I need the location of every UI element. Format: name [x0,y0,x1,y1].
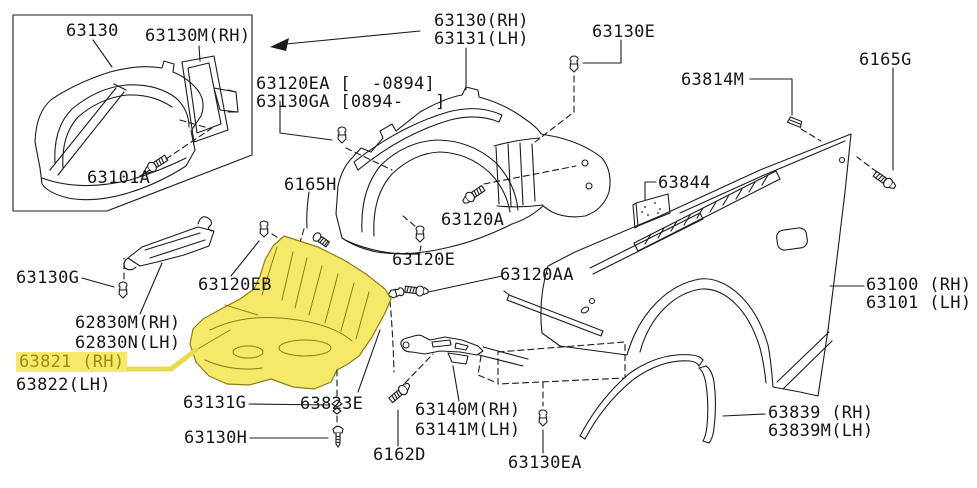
splash-cover-highlighted[interactable] [189,235,392,390]
stay-63140m[interactable] [400,334,484,365]
leader-63814m [749,78,793,116]
part-label-63101[interactable]: 63101 (LH) [866,293,972,313]
leader-63131g [248,403,330,406]
part-label-62830n[interactable]: 62830N(LH) [75,333,181,353]
bracket-62830m[interactable] [123,216,215,271]
leader-inset-63130 [92,39,113,68]
molding-strip-hatched[interactable] [589,170,781,275]
part-label-6165g[interactable]: 6165G [859,50,912,70]
part-label-63100[interactable]: 63100 (RH) [866,275,972,295]
clip-63130e-icon[interactable] [569,55,579,73]
bolt-63120aa-icon[interactable] [404,284,429,297]
front-fender[interactable] [540,133,852,397]
screw-63130h-icon[interactable] [332,425,344,448]
assembly-dash-63120aa [389,300,395,373]
molding-strip-exploded[interactable] [503,290,604,337]
part-label-63823e[interactable]: 63823E [300,394,364,414]
leader-63120eb [230,240,260,277]
protector-63839[interactable] [579,354,717,444]
part-label-63822[interactable]: 63822(LH) [16,375,111,395]
inset-box [12,14,253,212]
part-label-63130rh[interactable]: 63130(RH) [434,11,529,31]
part-label-63130ga[interactable]: 63130GA [0894- ] [256,92,446,112]
part-label-63130-inset[interactable]: 63130 [66,21,119,41]
part-label-63120aa[interactable]: 63120AA [500,265,574,285]
leader-inset-63130m [198,45,201,62]
part-label-63130g[interactable]: 63130G [16,268,80,288]
front-direction-arrow-icon [270,30,421,51]
leader-62830m [139,262,163,315]
clip-63130ga-icon[interactable] [337,126,347,144]
part-label-63120eb[interactable]: 63120EB [198,275,272,295]
clip-63120eb-icon[interactable] [259,220,269,238]
leader-inset-63101a [139,169,151,177]
part-label-63839m[interactable]: 63839M(LH) [768,421,874,441]
leader-63821-highlight [119,347,199,372]
part-label-63120a[interactable]: 63120A [441,210,505,230]
screw-63101a-icon[interactable] [143,154,169,176]
assembly-dash-6162d [404,353,434,384]
bolt-6162d-icon[interactable] [388,381,413,404]
assembly-dash-63120a [483,165,577,185]
part-label-63120ea[interactable]: 63120EA [ -0894] [256,74,436,94]
part-label-6162d[interactable]: 6162D [373,445,426,465]
leader-63130g [81,277,115,288]
assembly-dash-63814m [800,128,822,142]
part-label-62830m[interactable]: 62830M(RH) [75,313,181,333]
part-label-63140m[interactable]: 63140M(RH) [415,400,521,420]
clip-63814m-icon[interactable] [786,116,803,128]
part-label-63131lh[interactable]: 63131(LH) [434,29,529,49]
assembly-dash-63130e [534,75,575,143]
grommet-63131g-icon[interactable] [331,399,343,415]
leader-63140m [452,365,460,402]
assembly-dash-63101a [165,127,213,160]
part-label-63131g[interactable]: 63131G [183,393,247,413]
leader-63120e [419,245,422,252]
assembly-dash-63120e [402,215,416,227]
part-label-63130h[interactable]: 63130H [184,428,248,448]
clip-63130ea-icon[interactable] [538,409,548,427]
wheelhouse-liner[interactable] [335,86,611,255]
stay-connector-lines [478,346,529,367]
part-label-63120e[interactable]: 63120E [392,250,456,270]
inset-protector-panel[interactable] [181,55,239,143]
clip-63130g-icon[interactable] [118,281,128,299]
part-label-63821-selected[interactable]: 63821 (RH) [16,352,128,372]
leader-63823e [357,329,381,393]
part-label-63839[interactable]: 63839 (RH) [768,403,874,423]
part-label-63130m[interactable]: 63130M(RH) [145,26,251,46]
mount-zone-dashed-outline [497,341,626,385]
leader-63844 [644,181,657,201]
molding-panel-63844[interactable] [632,193,671,229]
assembly-dash-6165g [856,156,878,173]
assembly-dash-63130ga [345,147,393,171]
assembly-dash-stay [477,355,498,384]
leader-63130e [582,39,622,64]
leader-63839 [722,413,766,417]
bolt-6165h-icon[interactable] [312,231,331,248]
bolt-6165g-icon[interactable] [872,170,897,192]
part-label-63130ea[interactable]: 63130EA [508,453,582,473]
leader-6165h [306,191,310,229]
clip-63120e-icon[interactable] [415,225,425,243]
part-label-63844[interactable]: 63844 [658,173,711,193]
inset-wheelhouse-liner[interactable] [34,60,204,201]
leader-63120ea [279,100,333,141]
part-label-63814m[interactable]: 63814M [681,70,745,90]
assembly-dash-inset [179,119,209,129]
part-label-63130e[interactable]: 63130E [592,22,656,42]
part-label-6165h[interactable]: 6165H [284,175,337,195]
part-label-63101a[interactable]: 63101A [87,168,151,188]
bolt-63120a-icon[interactable] [461,184,486,206]
part-label-63141m[interactable]: 63141M(LH) [415,420,521,440]
clip-63120aa-icon[interactable] [387,287,405,299]
leader-63120aa [423,275,503,294]
